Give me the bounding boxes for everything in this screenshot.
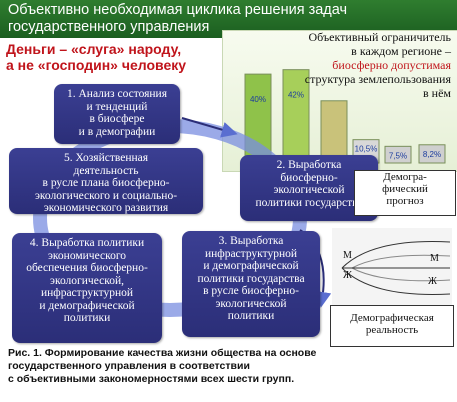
slogan-line-2: а не «господин» человеку	[6, 57, 187, 73]
step-3-line: 3. Выработка	[218, 235, 284, 247]
step-4-line: обеспечения биосферно-	[26, 262, 148, 274]
step-1-line: 1. Анализ состояния	[66, 88, 167, 100]
header-banner: Объективно необходимая циклика решения з…	[0, 0, 457, 38]
step-3-line: политики государства	[197, 272, 305, 285]
land-use-bar-label: 40%	[250, 95, 266, 104]
forecast-line-1: Демогра-	[383, 171, 427, 183]
step-3-line: инфраструктурной	[204, 247, 298, 260]
arrow-analysis-to-chart	[181, 117, 238, 138]
step-5-line: деятельность	[73, 164, 139, 177]
step-4-line: экологической,	[50, 274, 124, 287]
step-2-line: биосферно-	[280, 171, 338, 184]
demo-label-zh2: Ж	[428, 276, 437, 287]
page-title: Объективно необходимая циклика решения з…	[8, 2, 347, 36]
demographic-forecast-callout: Демогра- фический прогноз	[354, 170, 456, 216]
demo-label-zh1: Ж	[343, 270, 352, 281]
step-5-line: экономического развития	[43, 202, 169, 214]
step-4-line: экономического	[47, 249, 127, 262]
caption-line-1: Рис. 1. Формирование качества жизни обще…	[8, 347, 317, 359]
land-use-bar	[282, 69, 310, 164]
constraint-text: Объективный ограничитель в каждом регион…	[305, 30, 451, 100]
land-use-bar-label: 7,5%	[389, 151, 407, 160]
demographic-chart	[332, 228, 452, 308]
figure-caption: Рис. 1. Формирование качества жизни обще…	[8, 347, 316, 386]
land-use-bar-label: 8,2%	[423, 150, 441, 159]
demo-label-m1: М	[343, 250, 352, 261]
constraint-line-1: Объективный ограничитель	[308, 30, 452, 44]
demo-label-m2: М	[430, 253, 439, 264]
step-4-line: и демографической	[39, 299, 135, 312]
reality-line-1: Демографическая	[350, 312, 434, 324]
forecast-line-3: прогноз	[386, 195, 424, 207]
forecast-line-2: фический	[382, 183, 428, 195]
constraint-line-2: в каждом регионе –	[351, 44, 451, 58]
step-2-line: политики государства	[255, 196, 363, 209]
step-3-line: экологической	[215, 297, 287, 310]
step-4-line: 4. Выработка политики	[29, 237, 145, 249]
constraint-line-4: структура землепользования	[304, 72, 451, 86]
land-use-bar	[418, 144, 446, 164]
title-line-2: государственного управления	[8, 19, 210, 35]
step-5-line: экологического и социально-	[34, 189, 178, 202]
caption-line-2: государственного управления в соответств…	[8, 360, 250, 372]
land-use-bar-label: 42%	[288, 91, 304, 100]
slogan-line-1: Деньги – «слуга» народу,	[6, 41, 182, 57]
step-1-line: и тенденций	[86, 100, 148, 113]
land-use-bar	[320, 100, 348, 164]
constraint-line-5: в нём	[422, 86, 451, 100]
step-5-line: в русле плана биосферно-	[42, 177, 170, 189]
constraint-line-3: биосферно допустимая	[332, 58, 451, 72]
slogan: Деньги – «слуга» народу, а не «господин»…	[6, 41, 186, 73]
step-4-line: инфраструктурной	[40, 287, 134, 299]
reality-line-2: реальность	[365, 324, 419, 336]
step-3-line: в русле биосферно-	[203, 285, 299, 297]
step-4-line: политики	[63, 312, 111, 324]
land-use-bar	[384, 145, 412, 164]
step-3-line: политики	[227, 310, 275, 322]
caption-line-3: с объективными закономерностями всех шес…	[8, 373, 295, 385]
demographic-reality-callout: Демографическая реальность	[330, 305, 454, 347]
step-1-line: и в демографии	[78, 125, 156, 138]
step-2-line: экологической	[273, 184, 345, 196]
title-line-1: Объективно необходимая циклика решения з…	[8, 2, 348, 18]
step-3-line: и демографической	[203, 260, 299, 272]
step-2-line: 2. Выработка	[276, 159, 342, 171]
step-5-line: 5. Хозяйственная	[63, 152, 149, 164]
land-use-bar-label: 10,5%	[355, 145, 378, 154]
step-1-line: в биосфере	[89, 113, 145, 125]
